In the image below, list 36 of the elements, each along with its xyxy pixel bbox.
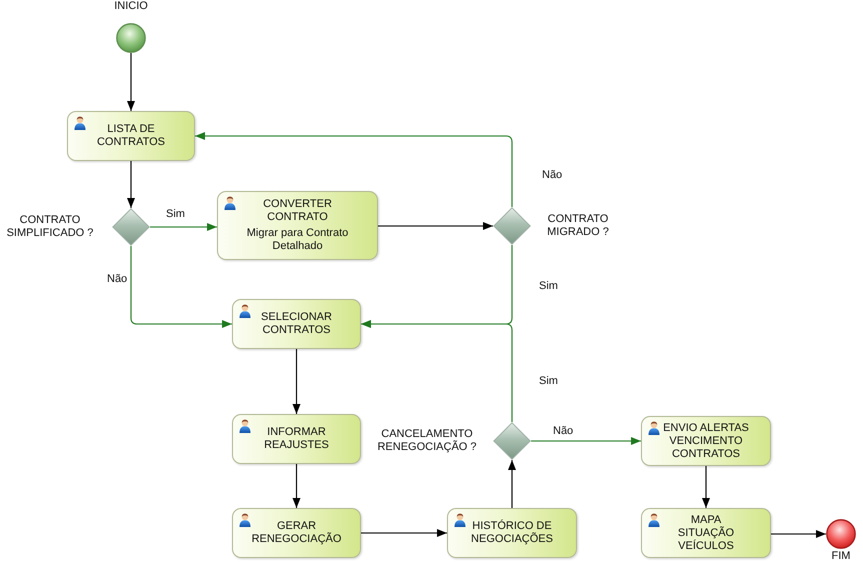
task-title: INFORMAR REAJUSTES [263, 426, 330, 452]
task-title: LISTA DE CONTRATOS [96, 123, 166, 149]
decision-label: CONTRATO SIMPLIFICADO ? [6, 214, 94, 240]
task-box [447, 508, 577, 558]
flow-arrow [378, 222, 493, 230]
task-box [217, 191, 378, 260]
flow-arrow [771, 530, 826, 538]
flow-arrow [508, 460, 516, 508]
flow-arrow [361, 529, 447, 537]
task-box [232, 299, 361, 349]
task-title: GERAR RENEGOCIAÇÃO [250, 520, 342, 546]
flow-arrow [195, 132, 513, 207]
flow-arrow [150, 223, 217, 231]
task-title: HISTÓRICO DE NEGOCIAÇÕES [470, 520, 554, 546]
flow-arrow [127, 53, 135, 111]
flow-arrow [127, 161, 135, 208]
task-title: CONVERTER CONTRATO [262, 198, 333, 224]
task-title: ENVIO ALERTAS VENCIMENTO CONTRATOS [662, 422, 750, 460]
flow-arrow [292, 464, 300, 508]
decision-label: CONTRATO MIGRADO ? [546, 213, 610, 239]
flow-arrow [130, 246, 232, 328]
flow-arrow [702, 466, 710, 508]
task-title: MAPA SITUAÇÃO VEÍCULOS [676, 514, 736, 552]
event-label: INICIO [114, 0, 148, 13]
task-box [641, 508, 771, 558]
task-note: Migrar para Contrato Detalhado [246, 227, 350, 253]
event-label: FIM [832, 550, 850, 563]
flow-arrow [531, 437, 641, 445]
flow-arrow [361, 320, 513, 422]
task-box [67, 111, 195, 161]
task-box [641, 416, 771, 466]
task-box [232, 508, 361, 558]
task-box [232, 414, 361, 464]
task-title: SELECIONAR CONTRATOS [260, 311, 333, 337]
decision-label: CANCELAMENTO RENEGOCIAÇÃO ? [376, 428, 478, 454]
flow-arrow [292, 349, 300, 414]
